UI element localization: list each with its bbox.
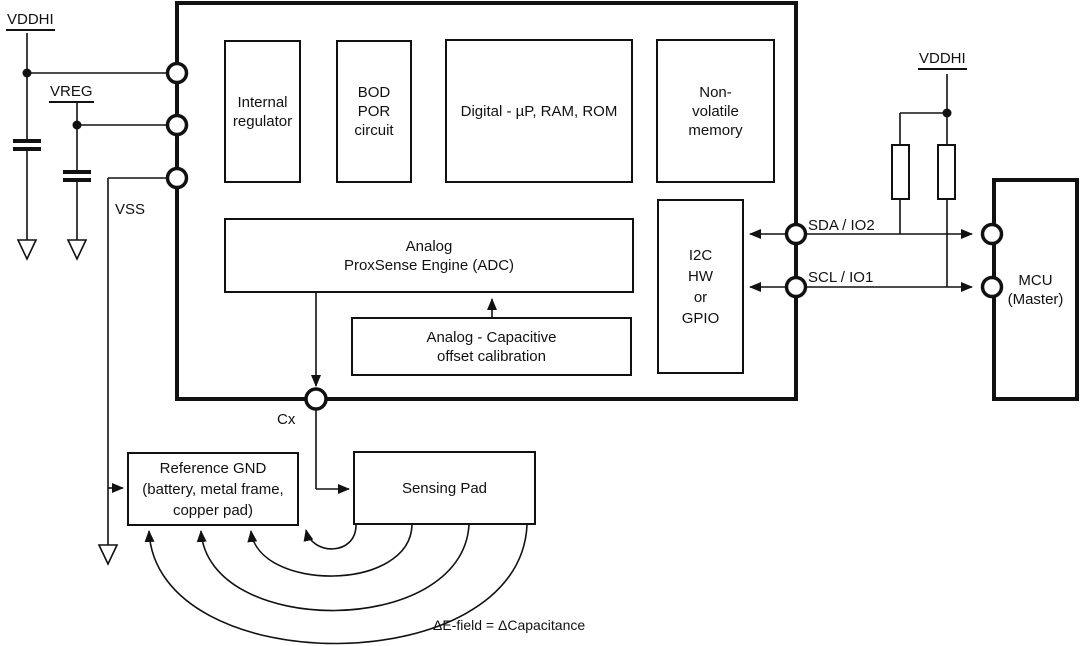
mcu-pin-scl bbox=[980, 275, 1004, 299]
internal-regulator-label: Internal regulator bbox=[232, 93, 293, 130]
vss-wire bbox=[107, 177, 177, 545]
reference-gnd-label: Reference GND (battery, metal frame, cop… bbox=[142, 459, 284, 519]
pin-circles bbox=[165, 61, 1004, 411]
vss-label: VSS bbox=[115, 201, 146, 218]
efield-arcs bbox=[144, 524, 528, 645]
sensing-pad-label: Sensing Pad bbox=[401, 479, 488, 497]
junction-dot bbox=[22, 68, 32, 78]
mcu-pin-sda bbox=[980, 222, 1004, 246]
offset-cal-label: Analog - Capacitive offset calibration bbox=[426, 328, 557, 365]
sensing-pad-box bbox=[353, 451, 536, 525]
junction-dot bbox=[942, 108, 952, 118]
capacitor-icon bbox=[63, 170, 91, 182]
vddhi-rail-wires bbox=[26, 33, 177, 240]
bod-por-label: BOD POR circuit bbox=[354, 84, 394, 139]
capacitor-icon bbox=[13, 139, 41, 151]
ground-icon bbox=[97, 544, 119, 566]
proxsense-label: Analog ProxSense Engine (ADC) bbox=[343, 237, 515, 274]
cx-wire bbox=[315, 409, 350, 494]
reference-gnd-box bbox=[127, 452, 299, 526]
digital-label: Digital - µP, RAM, ROM bbox=[460, 102, 618, 120]
pin-cx bbox=[304, 387, 328, 411]
mcu-box bbox=[992, 178, 1079, 401]
pin-vreg bbox=[165, 113, 189, 137]
junction-dot bbox=[72, 120, 82, 130]
sda-label: SDA / IO2 bbox=[808, 217, 875, 234]
vddhi-right-label: VDDHI bbox=[918, 50, 967, 70]
internal-regulator-box bbox=[224, 40, 301, 183]
mcu-label: MCU (Master) bbox=[1007, 271, 1064, 308]
i2c-label: I2C HW or GPIO bbox=[681, 246, 720, 327]
internal-arrows bbox=[311, 292, 497, 387]
pin-sda bbox=[784, 222, 808, 246]
chip-blocks bbox=[224, 39, 775, 376]
non-volatile-label: Non- volatile memory bbox=[688, 83, 743, 139]
resistor-icon bbox=[891, 144, 910, 200]
vreg-label: VREG bbox=[49, 83, 94, 103]
pin-vddhi bbox=[165, 61, 189, 85]
ground-icon bbox=[66, 239, 88, 261]
pin-vss bbox=[165, 166, 189, 190]
non-volatile-box bbox=[656, 39, 775, 183]
cx-label: Cx bbox=[277, 411, 296, 428]
efield-label: ΔE-field = ΔCapacitance bbox=[433, 617, 586, 633]
bod-por-box bbox=[336, 40, 412, 183]
i2c-box bbox=[657, 199, 744, 374]
scl-label: SCL / IO1 bbox=[808, 269, 874, 286]
vddhi-left-label: VDDHI bbox=[6, 11, 55, 31]
pin-scl bbox=[784, 275, 808, 299]
ground-icon bbox=[16, 239, 38, 261]
resistor-icon bbox=[937, 144, 956, 200]
digital-box bbox=[445, 39, 633, 183]
proxsense-box bbox=[224, 218, 634, 293]
